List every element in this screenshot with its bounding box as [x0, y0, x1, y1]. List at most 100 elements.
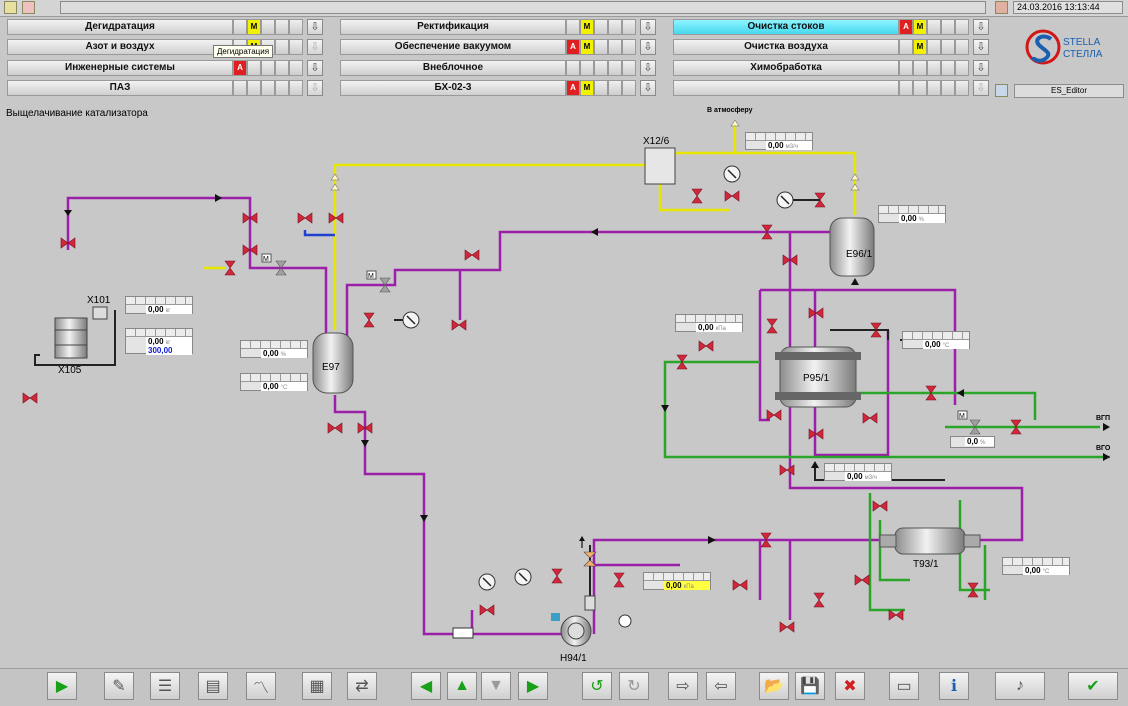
notes-button[interactable]: ☰ [150, 672, 180, 700]
alarm-indicator: A [899, 19, 913, 35]
gauge-vgp-position: 0,0% [950, 436, 995, 448]
status-indicator [275, 39, 289, 55]
arrow-down-icon[interactable]: ⇩ [307, 19, 323, 35]
svg-text:M: M [959, 413, 965, 420]
status-indicator [608, 39, 622, 55]
nav-button-8[interactable]: Химобработка [673, 60, 899, 76]
alarm-indicator [233, 19, 247, 35]
run-icon: ▶ [55, 678, 69, 695]
drum-x105 [54, 317, 88, 359]
gauge-e96-level: 0,00% [878, 205, 946, 223]
transfer-icon: ⇄ [355, 678, 369, 695]
import-button[interactable]: ⇦ [706, 672, 736, 700]
acknowledge-icon: ✔ [1086, 678, 1100, 695]
svg-text:M: M [368, 273, 374, 280]
save-button[interactable]: 💾 [795, 672, 825, 700]
label-e97: E97 [322, 362, 340, 373]
manual-indicator: M [913, 19, 927, 35]
monitor-icon[interactable] [995, 84, 1008, 97]
status-indicator [608, 19, 622, 35]
arrow-down-icon[interactable]: ⇩ [973, 80, 989, 96]
prev-icon: ◀ [419, 678, 433, 695]
delete-button[interactable]: ✖ [835, 672, 865, 700]
arrow-down-icon[interactable]: ⇩ [973, 39, 989, 55]
status-indicator [955, 39, 969, 55]
nav-button-6[interactable]: Инженерные системы [7, 60, 233, 76]
page-title: Выщелачивание катализатора [6, 108, 148, 119]
folder-icon[interactable] [4, 1, 17, 14]
calendar-icon[interactable] [995, 1, 1008, 14]
gauge-e97-level: 0,00% [240, 340, 308, 358]
status-indicator [622, 39, 636, 55]
status-indicator [261, 80, 275, 96]
open-icon: 📂 [764, 678, 784, 695]
status-indicator [955, 19, 969, 35]
nav-button-7[interactable]: Внеблочное [340, 60, 566, 76]
arrow-down-icon[interactable]: ⇩ [640, 60, 656, 76]
down-button[interactable]: ▼ [481, 672, 511, 700]
info-button[interactable]: ℹ [939, 672, 969, 700]
undo-button[interactable]: ↺ [582, 672, 612, 700]
sound-icon: ♪ [1016, 677, 1024, 694]
manual-indicator [913, 80, 927, 96]
prev-button[interactable]: ◀ [411, 672, 441, 700]
run-button[interactable]: ▶ [47, 672, 77, 700]
nav-button-10[interactable]: БХ-02-3 [340, 80, 566, 96]
status-indicator [594, 80, 608, 96]
nav-button-9[interactable]: ПАЗ [7, 80, 233, 96]
nav-button-11[interactable] [673, 80, 899, 96]
alarm-indicator [899, 39, 913, 55]
status-indicator [955, 80, 969, 96]
status-indicator [622, 80, 636, 96]
alarm-icon[interactable] [22, 1, 35, 14]
status-indicator [275, 60, 289, 76]
display-button[interactable]: ▦ [302, 672, 332, 700]
nav-button-1[interactable]: Ректификация [340, 19, 566, 35]
alarm-indicator [233, 80, 247, 96]
gauge-t93-temp: 0,00°C [1002, 557, 1070, 575]
vessel-e97 [312, 332, 354, 394]
monitor-icon: ▭ [896, 678, 912, 695]
status-indicator [289, 60, 303, 76]
monitor-button[interactable]: ▭ [889, 672, 919, 700]
nav-button-0[interactable]: Дегидратация [7, 19, 233, 35]
acknowledge-button[interactable]: ✔ [1068, 672, 1118, 700]
manual-indicator: M [580, 80, 594, 96]
manual-indicator [913, 60, 927, 76]
manual-indicator [247, 80, 261, 96]
arrow-down-icon[interactable]: ⇩ [973, 19, 989, 35]
arrow-down-icon[interactable]: ⇩ [640, 80, 656, 96]
export-button[interactable]: ⇨ [668, 672, 698, 700]
arrow-down-icon[interactable]: ⇩ [307, 39, 323, 55]
arrow-down-icon[interactable]: ⇩ [973, 60, 989, 76]
label-t93: T93/1 [913, 559, 939, 570]
status-indicator [275, 19, 289, 35]
arrow-down-icon[interactable]: ⇩ [307, 60, 323, 76]
next-button[interactable]: ▶ [518, 672, 548, 700]
keys-button[interactable]: ✎ [104, 672, 134, 700]
nav-button-3[interactable]: Азот и воздух [7, 39, 233, 55]
open-button[interactable]: 📂 [759, 672, 789, 700]
arrow-down-icon[interactable]: ⇩ [640, 39, 656, 55]
datetime-field: 24.03.2016 13:13:44 [1013, 1, 1123, 14]
status-indicator [289, 80, 303, 96]
trend-button[interactable]: 〽 [246, 672, 276, 700]
arrow-down-icon[interactable]: ⇩ [307, 80, 323, 96]
exchanger-t93 [894, 527, 966, 555]
manual-indicator: M [580, 39, 594, 55]
nav-button-2[interactable]: Очистка стоков [673, 19, 899, 35]
status-indicator [289, 39, 303, 55]
status-indicator [927, 60, 941, 76]
sound-button[interactable]: ♪ [995, 672, 1045, 700]
nav-button-4[interactable]: Обеспечение вакуумом [340, 39, 566, 55]
info-icon: ℹ [950, 678, 958, 695]
redo-button[interactable]: ↻ [619, 672, 649, 700]
transfer-button[interactable]: ⇄ [347, 672, 377, 700]
report-button[interactable]: ▤ [198, 672, 228, 700]
arrow-down-icon[interactable]: ⇩ [640, 19, 656, 35]
up-button[interactable]: ▲ [447, 672, 477, 700]
nav-button-5[interactable]: Очистка воздуха [673, 39, 899, 55]
alarm-indicator [566, 19, 580, 35]
status-indicator [941, 80, 955, 96]
